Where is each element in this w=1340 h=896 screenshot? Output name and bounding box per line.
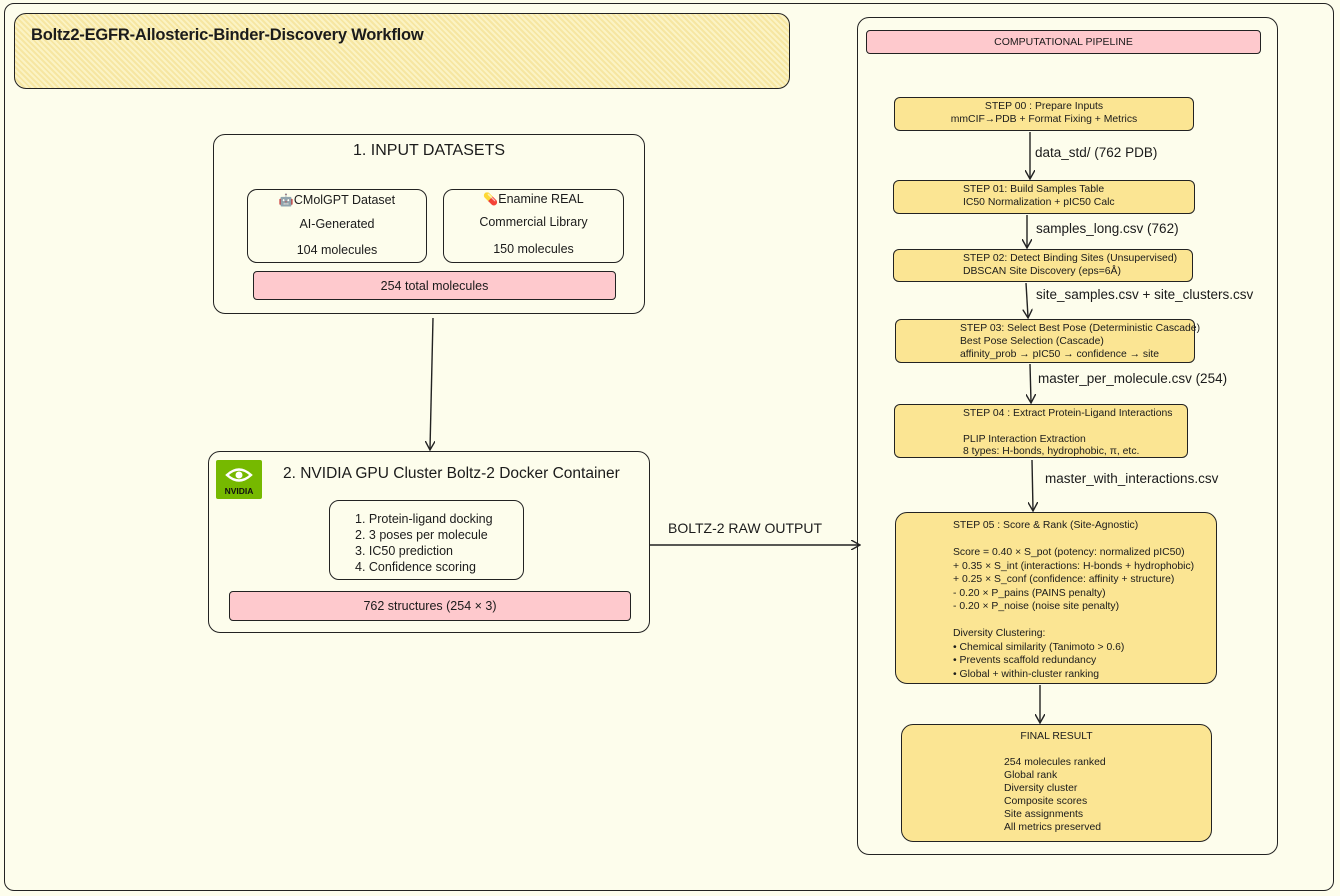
nvidia-logo-icon: NVIDIA (216, 460, 262, 499)
nvidia-logo-text: NVIDIA (224, 486, 254, 496)
input-total-badge: 254 total molecules (253, 271, 616, 300)
dataset-type: AI-Generated (299, 217, 375, 231)
robot-icon: 🤖 (278, 193, 294, 207)
arrow-step02-step03 (1026, 282, 1028, 317)
dataset-name: CMolGPT Dataset (293, 193, 396, 207)
edge-label: samples_long.csv (762) (1036, 221, 1179, 236)
arrow-step04-step05 (1032, 459, 1033, 510)
final-result-item: Global rank (1004, 770, 1058, 781)
gpu-task: 4. Confidence scoring (355, 560, 476, 574)
gpu-heading: 2. NVIDIA GPU Cluster Boltz-2 Docker Con… (283, 465, 620, 482)
final-result-heading: FINAL RESULT (1020, 731, 1093, 742)
final-result-item: Composite scores (1004, 796, 1088, 807)
final-result-item: All metrics preserved (1004, 822, 1102, 833)
title-banner: Boltz2-EGFR-Allosteric-Binder-Discovery … (14, 13, 790, 89)
pipeline-panel (857, 17, 1278, 855)
final-result-item: 254 molecules ranked (1004, 757, 1106, 768)
dataset-count: 150 molecules (493, 242, 574, 256)
canvas-frame (4, 3, 1334, 891)
pipeline-step-04: STEP 04 : Extract Protein-Ligand Interac… (894, 404, 1188, 458)
arrow-step03-step04 (1030, 363, 1031, 402)
pipeline-step-03: STEP 03: Select Best Pose (Deterministic… (895, 319, 1200, 363)
final-result-item: Site assignments (1004, 809, 1084, 820)
dataset-type: Commercial Library (479, 215, 588, 229)
dataset-count: 104 molecules (296, 243, 378, 257)
edge-label: site_samples.csv + site_clusters.csv (1036, 287, 1254, 302)
pipeline-step-05: STEP 05 : Score & Rank (Site-Agnostic) S… (895, 512, 1217, 684)
dataset-card-cmolgpt: 🤖CMolGPT Dataset AI-Generated 104 molecu… (247, 189, 427, 263)
dataset-name: Enamine REAL (498, 192, 584, 206)
gpu-cluster-panel: NVIDIA 2. NVIDIA GPU Cluster Boltz-2 Doc… (208, 451, 650, 633)
arrow-inputs-to-gpu (430, 317, 433, 449)
diagram-title: Boltz2-EGFR-Allosteric-Binder-Discovery … (31, 26, 424, 44)
edge-label: data_std/ (762 PDB) (1035, 145, 1158, 160)
pipeline-step-01: STEP 01: Build Samples Table IC50 Normal… (893, 180, 1195, 214)
pipeline-step-02: STEP 02: Detect Binding Sites (Unsupervi… (893, 249, 1193, 282)
gpu-task-list: 1. Protein-ligand docking 2. 3 poses per… (329, 500, 524, 580)
final-result-item: Diversity cluster (1004, 783, 1078, 794)
edge-label: master_with_interactions.csv (1045, 471, 1219, 486)
gpu-task: 1. Protein-ligand docking (355, 512, 493, 526)
input-datasets-panel: 1. INPUT DATASETS 🤖CMolGPT Dataset AI-Ge… (213, 134, 645, 314)
pill-icon: 💊 (483, 192, 499, 206)
input-datasets-heading: 1. INPUT DATASETS (352, 142, 506, 159)
raw-output-label: BOLTZ-2 RAW OUTPUT (668, 520, 822, 536)
gpu-task: 3. IC50 prediction (355, 544, 453, 558)
edge-label: master_per_molecule.csv (254) (1038, 371, 1228, 386)
final-result-box: FINAL RESULT 254 molecules ranked Global… (901, 724, 1212, 842)
pipeline-heading: COMPUTATIONAL PIPELINE (866, 30, 1261, 54)
gpu-total-badge: 762 structures (254 × 3) (229, 591, 631, 621)
dataset-card-enamine: 💊Enamine REAL Commercial Library 150 mol… (443, 189, 624, 263)
pipeline-step-00: STEP 00 : Prepare Inputs mmCIF→PDB + For… (894, 97, 1194, 131)
gpu-task: 2. 3 poses per molecule (355, 528, 488, 542)
